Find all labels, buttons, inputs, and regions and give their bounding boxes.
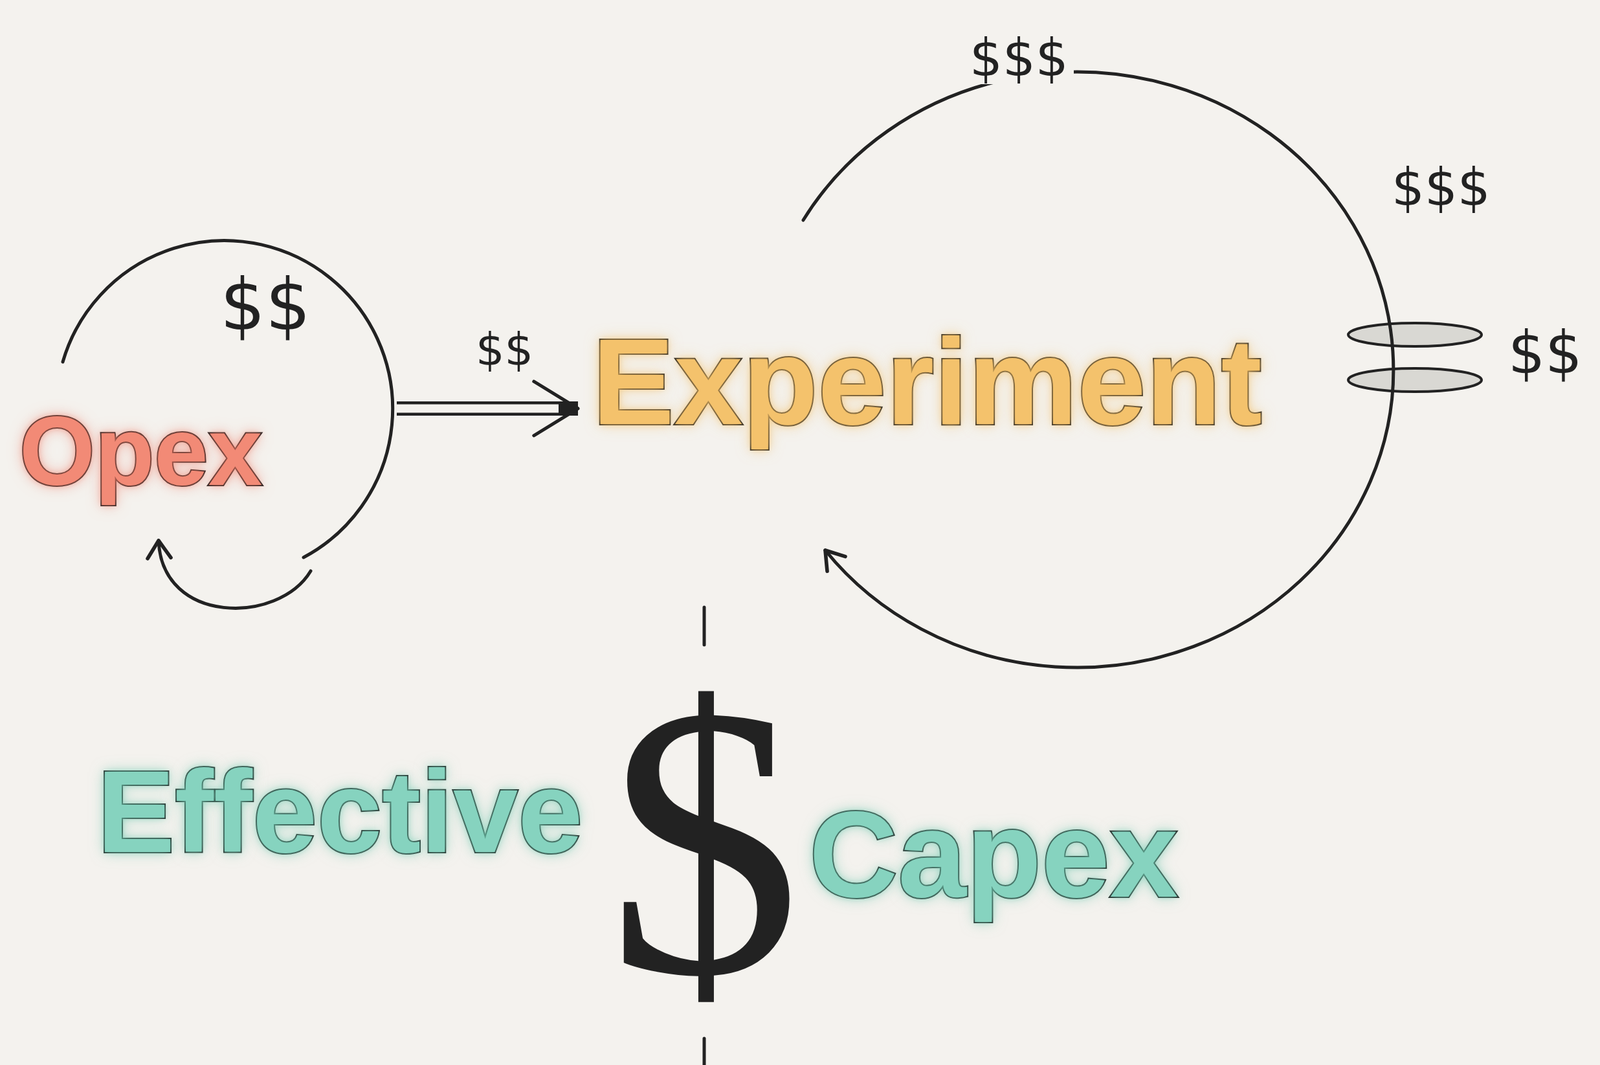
opex-circle: $$Opex	[56, 240, 393, 577]
divider-line	[702, 1038, 707, 1065]
cost-mark: $$$	[1391, 161, 1491, 214]
node-title: Opex	[19, 395, 263, 508]
arrow-head	[533, 381, 578, 436]
equals-bar	[1348, 368, 1482, 392]
double-arrow	[396, 401, 578, 416]
cost-mark: $$	[1508, 323, 1583, 382]
divider-line	[702, 607, 707, 645]
term-word: Capex	[809, 783, 1178, 925]
flow-arrow-group	[396, 381, 578, 436]
dollar-symbol: $	[607, 647, 802, 1036]
cost-mark: $$$	[964, 32, 1074, 85]
term-word: Effective	[97, 744, 583, 879]
experiment-circle: Experiment	[760, 71, 1394, 668]
node-title: Experiment	[592, 310, 1263, 453]
cost-mark: $$	[475, 326, 534, 373]
double-arrow-gap	[396, 404, 559, 413]
loop-arrow	[158, 540, 311, 608]
cost-mark: $$	[220, 269, 311, 341]
equals-bar	[1348, 322, 1482, 347]
